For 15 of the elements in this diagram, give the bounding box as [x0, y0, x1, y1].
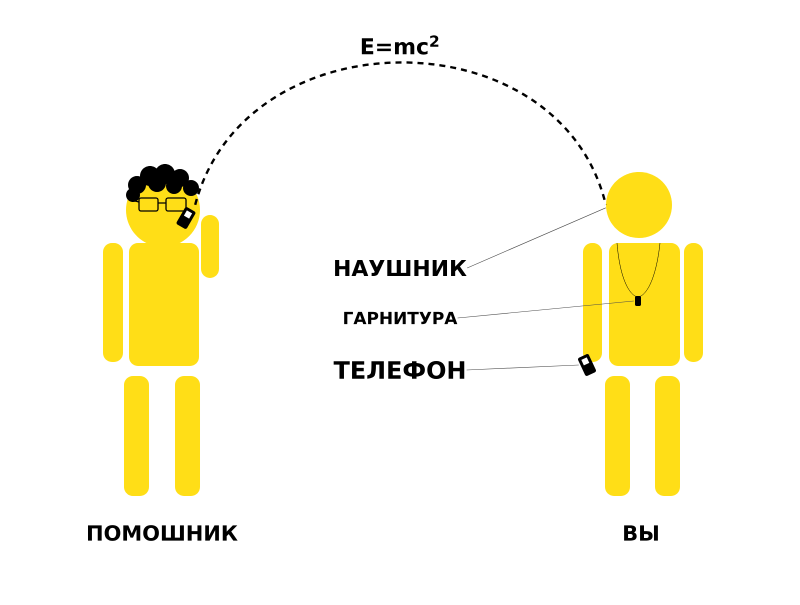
phone-drawing	[176, 207, 196, 229]
label-text: ГАРНИТУРА	[344, 312, 458, 324]
dashed-arc	[194, 61, 607, 206]
phone-drawing	[578, 354, 596, 376]
pendant-icon	[635, 296, 641, 306]
person-label: ПОМОШНИК	[88, 525, 238, 541]
person-label: ВЫ	[624, 525, 658, 541]
person-drawing	[103, 164, 219, 496]
label-text: НАУШНИК	[335, 260, 467, 276]
label-text: ТЕЛЕФОН	[334, 360, 464, 380]
leader-line	[466, 208, 606, 268]
edge-label: E=mc$^{2}$	[358, 34, 442, 56]
person-drawing	[583, 172, 703, 496]
leader-line	[457, 300, 634, 318]
leader-line	[466, 364, 580, 370]
